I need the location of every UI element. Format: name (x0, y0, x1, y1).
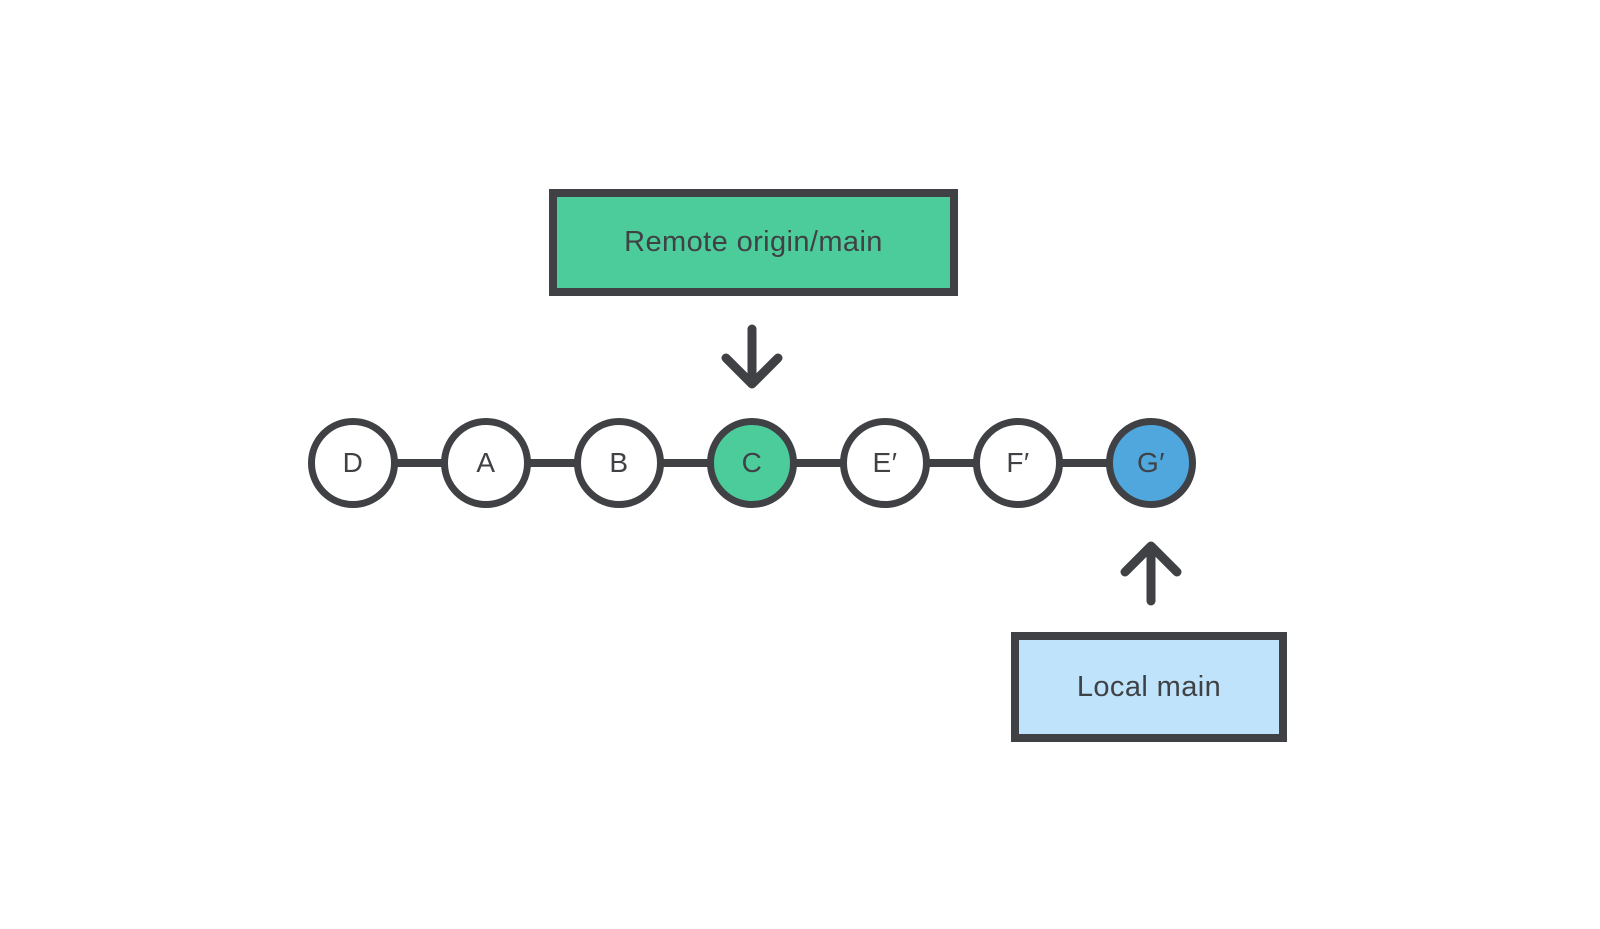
commit-node-f-prime: F′ (973, 418, 1063, 508)
local-branch-label: Local main (1076, 670, 1222, 703)
commit-node-e-prime: E′ (840, 418, 930, 508)
commit-label-a: A (476, 447, 496, 478)
commit-label-e-prime: E′ (872, 447, 898, 478)
commit-node-c: C (707, 418, 797, 508)
commit-node-a: A (441, 418, 531, 508)
commit-label-c: C (741, 447, 763, 478)
commit-node-b: B (574, 418, 664, 508)
commit-label-f-prime: F′ (1006, 447, 1030, 478)
commit-label-d: D (342, 447, 364, 478)
arrow-down-icon (721, 324, 783, 389)
remote-branch-label: Remote origin/main (624, 226, 883, 258)
remote-branch-box: Remote origin/main (549, 189, 958, 296)
commit-node-d: D (308, 418, 398, 508)
commit-node-g-prime: G′ (1106, 418, 1196, 508)
commit-label-g-prime: G′ (1136, 447, 1166, 478)
local-branch-box: Local main (1011, 632, 1287, 742)
commit-label-b: B (609, 447, 629, 478)
arrow-up-icon (1120, 541, 1182, 606)
